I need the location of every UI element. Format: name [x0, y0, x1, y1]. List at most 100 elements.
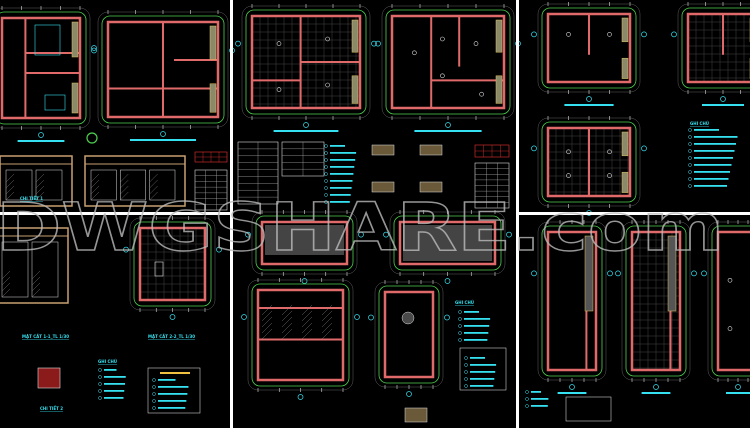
grid-axis-marker [531, 145, 537, 152]
note-bullet [688, 135, 692, 139]
grid-axis-marker [607, 270, 613, 277]
note-bullet [324, 172, 328, 176]
grid-axis-marker [445, 122, 451, 128]
grid-axis-marker [235, 40, 241, 47]
column-hatch [351, 19, 359, 53]
note-bullet [98, 389, 102, 393]
note-text-line [470, 357, 485, 359]
plan-offset-outline [378, 285, 440, 384]
furniture-bed [34, 24, 61, 56]
stone-hatch [265, 225, 344, 255]
column-hatch [621, 57, 629, 79]
plan-wall [383, 290, 435, 379]
grid-axis-marker [506, 231, 512, 238]
note-text-line [330, 201, 350, 203]
notes-title-right: GHI CHÚ [690, 121, 709, 126]
note-bullet [324, 200, 328, 204]
grid-axis-marker [641, 145, 647, 152]
hatch-line [31, 288, 41, 298]
plan-wall [0, 16, 82, 120]
hatch-line [301, 304, 313, 316]
grid-axis-marker [375, 40, 381, 47]
notes-box [565, 396, 612, 422]
divider-horizontal-left [0, 212, 230, 215]
section-marker [86, 132, 98, 144]
grid-axis-marker [371, 40, 377, 47]
column-hatch [351, 75, 359, 104]
hatch-line [35, 185, 45, 195]
detail-2-title: CHI TIẾT 2 [40, 405, 63, 411]
light-fixture [440, 36, 445, 42]
light-fixture [473, 41, 479, 46]
note-bullet [152, 392, 156, 396]
detail-1-title: CHI TIẾT 1 [20, 195, 43, 201]
light-fixture [566, 32, 571, 37]
grid-axis-marker [615, 270, 621, 277]
hatch-line [281, 322, 293, 334]
grid-axis-marker [358, 231, 364, 238]
detail-section [371, 181, 395, 193]
light-fixture [325, 82, 330, 88]
note-text-line [694, 143, 736, 145]
drawing-title-bar [726, 392, 750, 394]
light-fixture [607, 32, 612, 37]
light-fixture [479, 91, 484, 97]
elevation-frame [0, 227, 69, 304]
column-hatch [71, 21, 79, 58]
grid-axis-marker [297, 394, 304, 400]
titles: MẶT CẮT 1-1_TL 1/30 MẶT CẮT 2-2_TL 1/30 … [20, 121, 709, 411]
note-text-line [470, 378, 495, 380]
plan-wall [256, 288, 345, 382]
note-text-line [330, 194, 351, 196]
plan-offset-outline [133, 221, 212, 307]
plan-offset-outline [625, 225, 687, 377]
grid-axis-marker [241, 314, 247, 320]
hatch-line [301, 322, 313, 334]
elevation-door [5, 169, 33, 201]
column-hatch [621, 171, 629, 193]
plan-offset-outline [541, 225, 603, 377]
divider-bottom [0, 428, 750, 430]
elevation-frame [84, 155, 186, 207]
plan-wall [716, 230, 750, 372]
hatch-line [5, 179, 15, 189]
note-text-line [694, 136, 738, 138]
note-text-line [694, 178, 729, 180]
note-bullet [152, 399, 156, 403]
hatch-line [90, 191, 100, 201]
note-text-line [694, 150, 735, 152]
note-bullet [152, 385, 156, 389]
grid-axis-marker [160, 131, 166, 137]
note-bullet [458, 310, 462, 314]
hatch-line [1, 282, 11, 292]
hatch-line [301, 316, 313, 328]
plan-offset-outline [255, 215, 354, 271]
hatch-line [321, 322, 333, 334]
elevation-frame [0, 155, 73, 207]
note-text-line [104, 369, 117, 371]
note-text-line [531, 398, 549, 400]
grid-axis-marker [444, 278, 451, 284]
grid-axis-marker [245, 231, 251, 238]
light-fixture [566, 173, 571, 178]
note-text-line [470, 385, 494, 387]
hatch-line [261, 310, 273, 322]
note-text-line [694, 185, 727, 187]
watermark: DWGSHARE.com [0, 189, 724, 266]
plan-offset-outline [245, 9, 367, 115]
grid-axis-marker [586, 96, 592, 102]
note-bullet [688, 170, 692, 174]
column-hatch [584, 235, 594, 312]
elevation-door [31, 241, 59, 298]
note-bullet [324, 158, 328, 162]
note-bullet [324, 151, 328, 155]
note-bullet [464, 370, 468, 374]
drawing-title-bar [273, 130, 339, 132]
note-text-line [694, 171, 730, 173]
hatch-line [5, 173, 15, 183]
grid-axis-marker [169, 314, 176, 320]
note-text-line [694, 129, 719, 131]
hatch-line [90, 179, 100, 189]
hatch-line [301, 310, 313, 322]
